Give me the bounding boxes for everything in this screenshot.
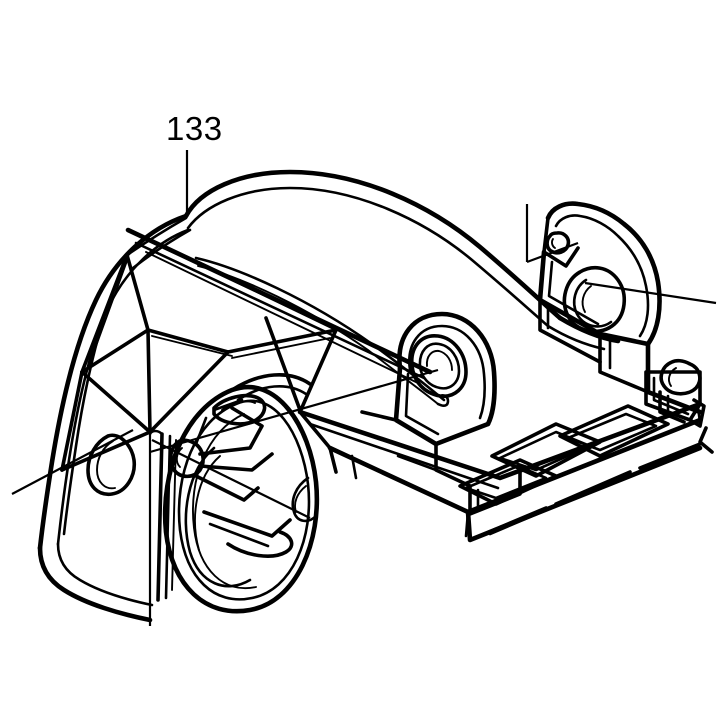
center-bearing-boss (360, 311, 497, 488)
leader-left-top (127, 229, 337, 331)
leader-lines (11, 150, 717, 626)
leader-fan-cage (151, 439, 311, 519)
leader-left-rib (11, 429, 134, 495)
leader-right-bracket-bore (526, 241, 579, 264)
fan-shroud-strut (148, 429, 177, 602)
left-end-face (37, 213, 233, 623)
base-rail (297, 328, 703, 543)
right-clamp-block (644, 358, 714, 454)
right-bracket (537, 201, 703, 415)
leader-center-boss (149, 368, 439, 454)
callout-label-133: 133 (166, 110, 223, 147)
leader-right-exit (584, 281, 717, 305)
